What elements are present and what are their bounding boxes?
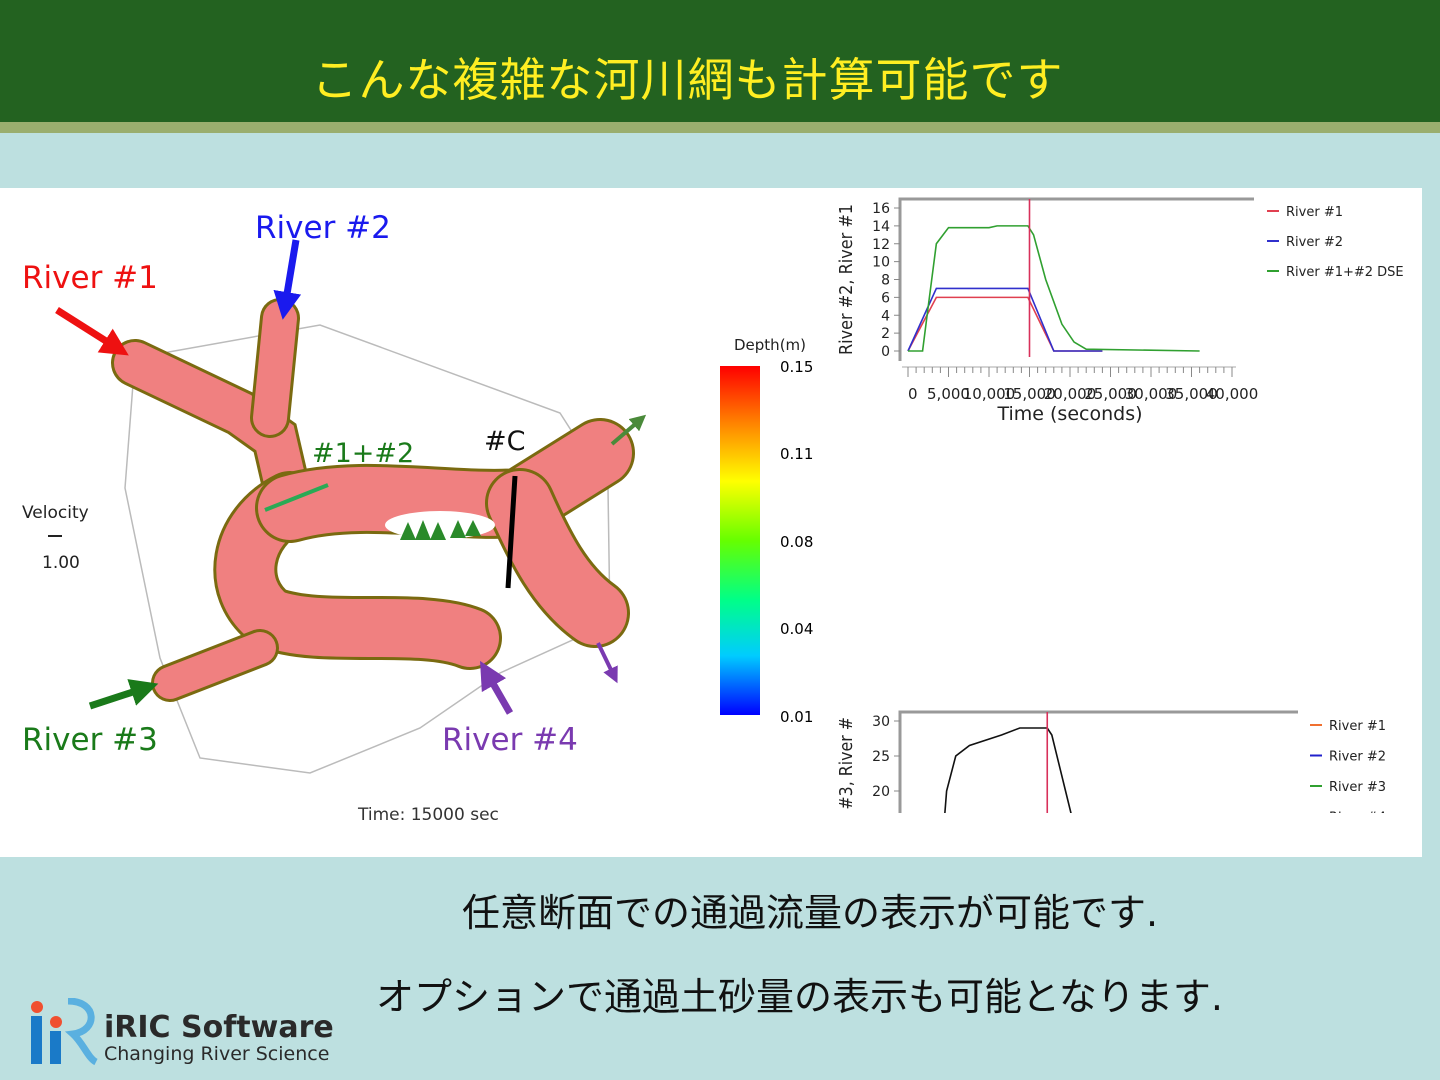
river1-arrow [55, 307, 129, 356]
y-tick-label: 6 [881, 290, 890, 306]
section-c-line [505, 475, 518, 589]
y-tick-label: 30 [872, 714, 890, 730]
colorbar [720, 366, 760, 715]
outflow-arrow-upper [610, 414, 647, 446]
y-axis-label: River #2, River #1 [836, 204, 857, 355]
river2-label: River #2 [255, 210, 391, 246]
logo-tagline: Changing River Science [104, 1043, 330, 1065]
y-tick-label: 8 [881, 273, 890, 289]
legend-label: River #3 [1329, 780, 1386, 795]
x-tick-label: 0 [908, 385, 918, 403]
y-tick-label: 16 [872, 201, 890, 217]
caption-line-1: 任意断面での通過流量の表示が可能です. [462, 891, 1159, 935]
y-tick-label: 0 [881, 344, 890, 360]
plot-frame [898, 197, 1254, 361]
series-line [908, 225, 1200, 352]
x-tick-label: 20,000 [1044, 385, 1097, 403]
legend-label: River #1 [1286, 205, 1343, 220]
y-tick-label: 4 [881, 308, 890, 324]
river-network-map: Velocity 1.00 Time: 15000 sec Depth(m) 0… [22, 239, 813, 825]
river2-arrow [273, 239, 302, 320]
series-line [907, 287, 1103, 352]
velocity-value: 1.00 [42, 553, 80, 573]
time-label: Time: 15000 sec [357, 805, 499, 825]
river3-label: River #3 [22, 722, 158, 758]
river4-label: River #4 [442, 722, 578, 758]
series-line [907, 296, 1103, 352]
colorbar-tick: 0.11 [780, 445, 813, 463]
colorbar-tick: 0.08 [780, 533, 813, 551]
x-tick-label: 30,000 [1125, 385, 1178, 403]
x-tick-label: 40,000 [1206, 385, 1259, 403]
header-bar [0, 0, 1440, 122]
x-axis-label: Time (seconds) [996, 403, 1142, 425]
river4-arrow [480, 660, 514, 715]
x-tick-label: 35,000 [1165, 385, 1218, 403]
outflow-arrow-lower [596, 642, 618, 684]
x-tick-label: 10,000 [963, 385, 1016, 403]
y-tick-label: 10 [872, 255, 890, 271]
y-tick-label: 20 [872, 784, 890, 800]
y-tick-label: 2 [881, 326, 890, 342]
series-line [944, 727, 1072, 813]
section-c-label: #C [484, 426, 526, 457]
slide-title: こんな複雑な河川網も計算可能です [311, 53, 1064, 107]
logo-name: iRIC Software [104, 1010, 334, 1045]
legend-label: River #4 [1329, 811, 1386, 814]
legend-label: River #2 [1286, 235, 1343, 250]
legend-label: River #2 [1329, 750, 1386, 765]
colorbar-tick: 0.04 [780, 620, 813, 638]
iric-logo-mark [31, 997, 98, 1066]
x-tick-label: 15,000 [1003, 385, 1056, 403]
plot-frame [898, 710, 1298, 813]
caption-line-2: オプションで通過土砂量の表示も可能となります. [376, 975, 1223, 1019]
river3-arrow [88, 679, 159, 710]
chart-upstream-discharge: 0 2 4 68 10 12 14 16 0 5,00010,00015,00020,00025,… [836, 197, 1404, 425]
header-divider [0, 122, 1440, 133]
iric-logo: iRIC Software Changing River Science [28, 997, 338, 1068]
junction-section-line [264, 483, 329, 512]
legend-label: River #1+#2 DSE [1286, 265, 1404, 280]
trees-icon [400, 520, 481, 540]
junction-label: #1+#2 [312, 438, 415, 469]
y-axis-label: River #2, River #3, River # [836, 717, 857, 813]
velocity-label: Velocity [22, 503, 89, 523]
figure-panel: Velocity 1.00 Time: 15000 sec Depth(m) 0… [0, 188, 1422, 857]
legend-label: River #1 [1329, 719, 1386, 734]
colorbar-title: Depth(m) [734, 336, 806, 354]
colorbar-tick: 0.15 [780, 358, 813, 376]
y-tick-label: 12 [872, 237, 890, 253]
x-tick-label: 5,000 [927, 385, 970, 403]
domain-outline [124, 324, 611, 774]
y-tick-label: 25 [872, 749, 890, 765]
y-tick-label: 14 [872, 219, 890, 235]
chart-section-discharge: 05101520253005,00010,00015,00020,00025,0… [836, 710, 1386, 814]
x-tick-label: 25,000 [1084, 385, 1137, 403]
colorbar-tick: 0.01 [780, 708, 813, 726]
river1-label: River #1 [22, 260, 158, 296]
